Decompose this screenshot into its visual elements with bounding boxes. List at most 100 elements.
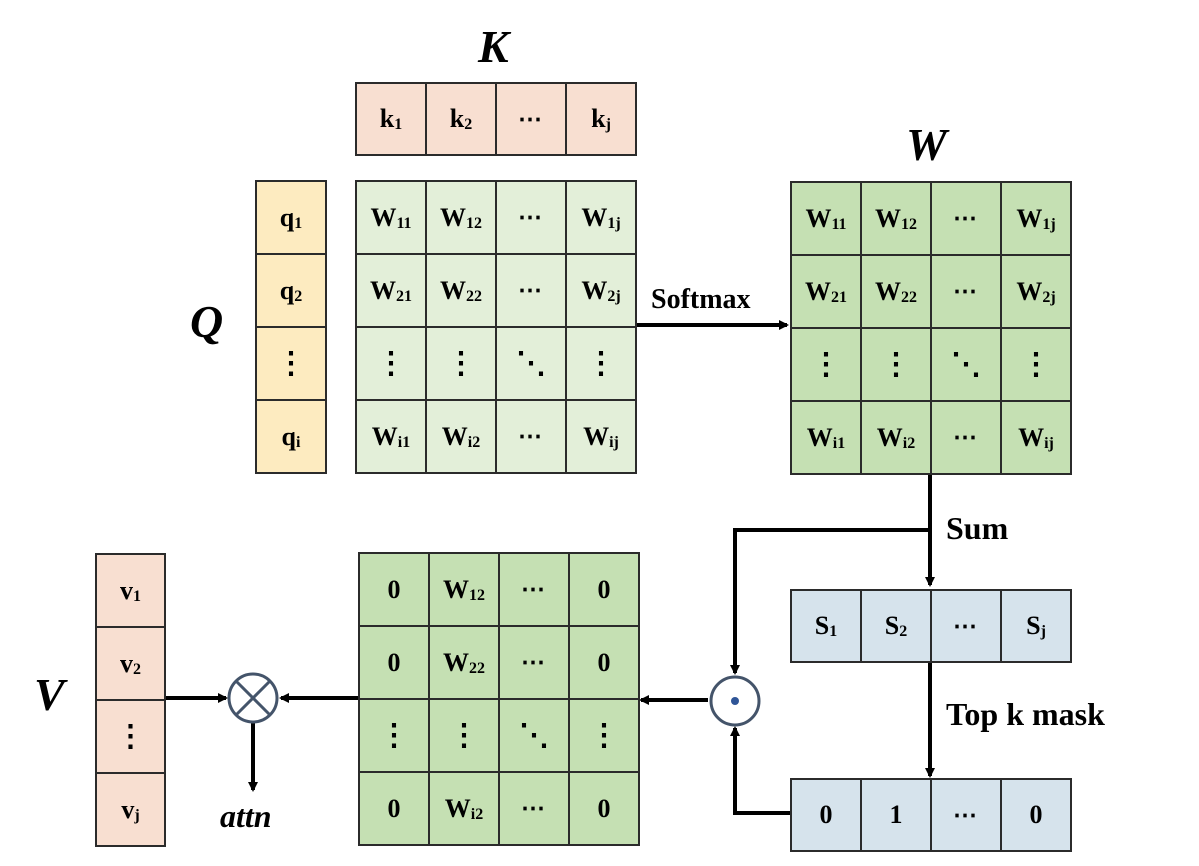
mask-to-hadamard-arrow	[730, 726, 790, 815]
masked-cell-r1c2-subscript: 12	[469, 586, 485, 604]
w-softmax-cell-r2c4-main: W	[1016, 276, 1043, 306]
w-softmax-cell-r4c3-main: ⋯	[953, 425, 979, 451]
w-score-cell-r3c1-main: ⋮	[376, 347, 406, 380]
mask-cell-4: 0	[1000, 778, 1072, 852]
outer-product-icon	[227, 672, 279, 724]
k-cell-2-subscript: 2	[464, 116, 473, 133]
mask-cell-1-main: 0	[819, 800, 833, 829]
masked-cell-r2c4: 0	[568, 625, 640, 700]
masked-cell-r2c1-main: 0	[387, 647, 401, 677]
w-softmax-cell-r2c1-subscript: 21	[831, 288, 847, 306]
k-cell-2-main: k	[449, 104, 465, 133]
mask-cell-2-main: 1	[889, 800, 903, 829]
masked-cell-r3c2: ⋮	[428, 698, 500, 773]
masked-cell-r4c3: ⋯	[498, 771, 570, 846]
w-softmax-cell-r2c3-main: ⋯	[953, 279, 979, 305]
w-score-cell-r4c2-subscript: i2	[467, 433, 481, 451]
w-softmax-cell-r3c2: ⋮	[860, 327, 932, 402]
masked-cell-r4c2-subscript: i2	[470, 805, 484, 823]
s-cell-2-main: S	[884, 611, 900, 640]
masked-cell-r2c2-subscript: 22	[469, 659, 485, 677]
w-score-cell-r4c4-subscript: ij	[609, 433, 619, 451]
masked-cell-r3c1: ⋮	[358, 698, 430, 773]
w-softmax-cell-r4c4-subscript: ij	[1044, 434, 1054, 452]
q-cell-3: ⋮	[255, 326, 327, 401]
masked-cell-r4c4: 0	[568, 771, 640, 846]
masked-cell-r1c1-main: 0	[387, 574, 401, 604]
w-score-cell-r4c1-subscript: i1	[397, 433, 411, 451]
v-cell-3: ⋮	[95, 699, 166, 774]
masked-cell-r2c3: ⋯	[498, 625, 570, 700]
w-score-cell-r1c2-subscript: 12	[466, 214, 482, 232]
topk-label: Top k mask	[946, 696, 1105, 732]
masked-cell-r3c3-main: ⋱	[519, 719, 549, 752]
w-softmax-cell-r2c3: ⋯	[930, 254, 1002, 329]
softmax-label: Softmax	[651, 284, 751, 315]
w-score-cell-r2c4-main: W	[581, 275, 608, 305]
w-softmax-cell-r1c4-main: W	[1016, 203, 1043, 233]
w-softmax-cell-r1c3: ⋯	[930, 181, 1002, 256]
w-score-cell-r3c1: ⋮	[355, 326, 427, 401]
w-softmax-cell-r3c3-main: ⋱	[951, 348, 981, 381]
w-score-cell-r2c3: ⋯	[495, 253, 567, 328]
w-softmax-cell-r1c1-main: W	[805, 203, 832, 233]
w-score-cell-r2c2-main: W	[440, 275, 466, 305]
masked-cell-r3c3: ⋱	[498, 698, 570, 773]
v-cell-3-main: ⋮	[115, 720, 146, 753]
s-cell-3: ⋯	[930, 589, 1002, 663]
w-softmax-cell-r2c4-subscript: 2j	[1042, 288, 1056, 306]
w-score-cell-r2c1-main: W	[370, 275, 396, 305]
v-cell-2-main: v	[120, 648, 133, 678]
w-score-cell-r1c1-subscript: 11	[396, 214, 412, 232]
k-cell-3: ⋯	[495, 82, 567, 156]
masked-cell-r3c4: ⋮	[568, 698, 640, 773]
q-cell-4-subscript: i	[296, 433, 301, 451]
k-label: K	[478, 21, 509, 72]
k-cell-1-subscript: 1	[394, 116, 403, 133]
masked-cell-r1c3: ⋯	[498, 552, 570, 627]
k-cell-3-main: ⋯	[518, 106, 544, 133]
w-softmax-cell-r1c4-subscript: 1j	[1042, 215, 1056, 233]
w-softmax-cell-r2c1-main: W	[805, 276, 831, 306]
attn-label: attn	[220, 798, 272, 834]
v-cell-1-subscript: 1	[133, 587, 141, 605]
v-cell-1-main: v	[120, 575, 133, 605]
k-cell-1-main: k	[379, 104, 395, 133]
s-cell-2-subscript: 2	[899, 623, 908, 640]
mask-cell-1: 0	[790, 778, 862, 852]
w-score-cell-r3c2-main: ⋮	[446, 347, 476, 380]
w-softmax-cell-r4c4-main: W	[1018, 422, 1045, 452]
w-softmax-cell-r3c4-main: ⋮	[1021, 348, 1051, 381]
w-softmax-cell-r4c2-subscript: i2	[902, 434, 916, 452]
w-score-cell-r1c2-main: W	[440, 202, 466, 232]
w-score-cell-r3c4: ⋮	[565, 326, 637, 401]
w-score-cell-r4c4-main: W	[583, 421, 610, 451]
w-softmax-cell-r3c1: ⋮	[790, 327, 862, 402]
w-softmax-cell-r2c2-subscript: 22	[901, 288, 917, 306]
